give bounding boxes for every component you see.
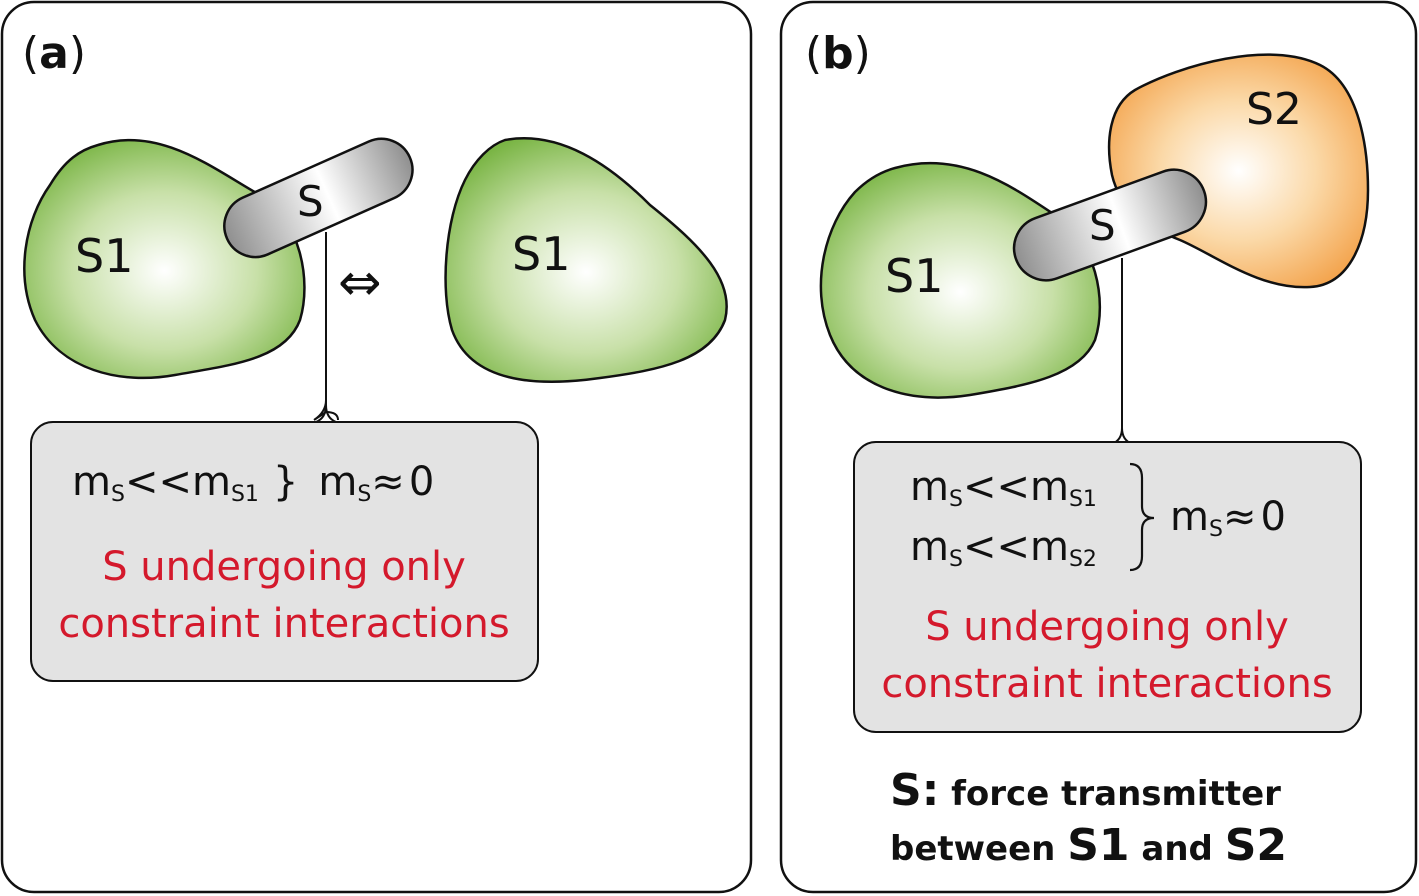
panel-b-label: (b) [805, 28, 871, 79]
mass-relation-b1: mS<<mS1 [910, 464, 1097, 512]
info-box-b [853, 441, 1362, 733]
constraint-text-a-line1: S undergoing only [102, 544, 466, 590]
constraint-text-a-line2: constraint interactions [58, 601, 509, 647]
s-link-b [1012, 168, 1208, 282]
constraint-text-b-line2: constraint interactions [881, 661, 1332, 707]
s1-label-b: S1 [885, 249, 943, 303]
equivalence-arrow: ⇔ [338, 253, 382, 313]
curly-brace-b [1129, 462, 1155, 572]
mass-relation-b2: mS<<mS2 [910, 524, 1097, 572]
caption-line1: S: force transmitter [890, 765, 1281, 816]
panel-a-label: (a) [22, 28, 86, 79]
info-box-a [30, 421, 539, 682]
caption-line2: between S1 and S2 [890, 820, 1287, 871]
s1-body-right [444, 137, 728, 383]
s1-label-left: S1 [75, 229, 133, 283]
constraint-text-b-line1: S undergoing only [925, 604, 1289, 650]
s-link-a [223, 137, 414, 259]
s1-label-right: S1 [512, 227, 570, 281]
s-label-a: S [297, 177, 324, 226]
mass-relation-a: mS<<mS1}mS≈0 [72, 459, 434, 507]
mass-approx-b: mS≈0 [1170, 494, 1286, 542]
s-label-b: S [1089, 201, 1116, 250]
s2-label: S2 [1246, 84, 1302, 135]
